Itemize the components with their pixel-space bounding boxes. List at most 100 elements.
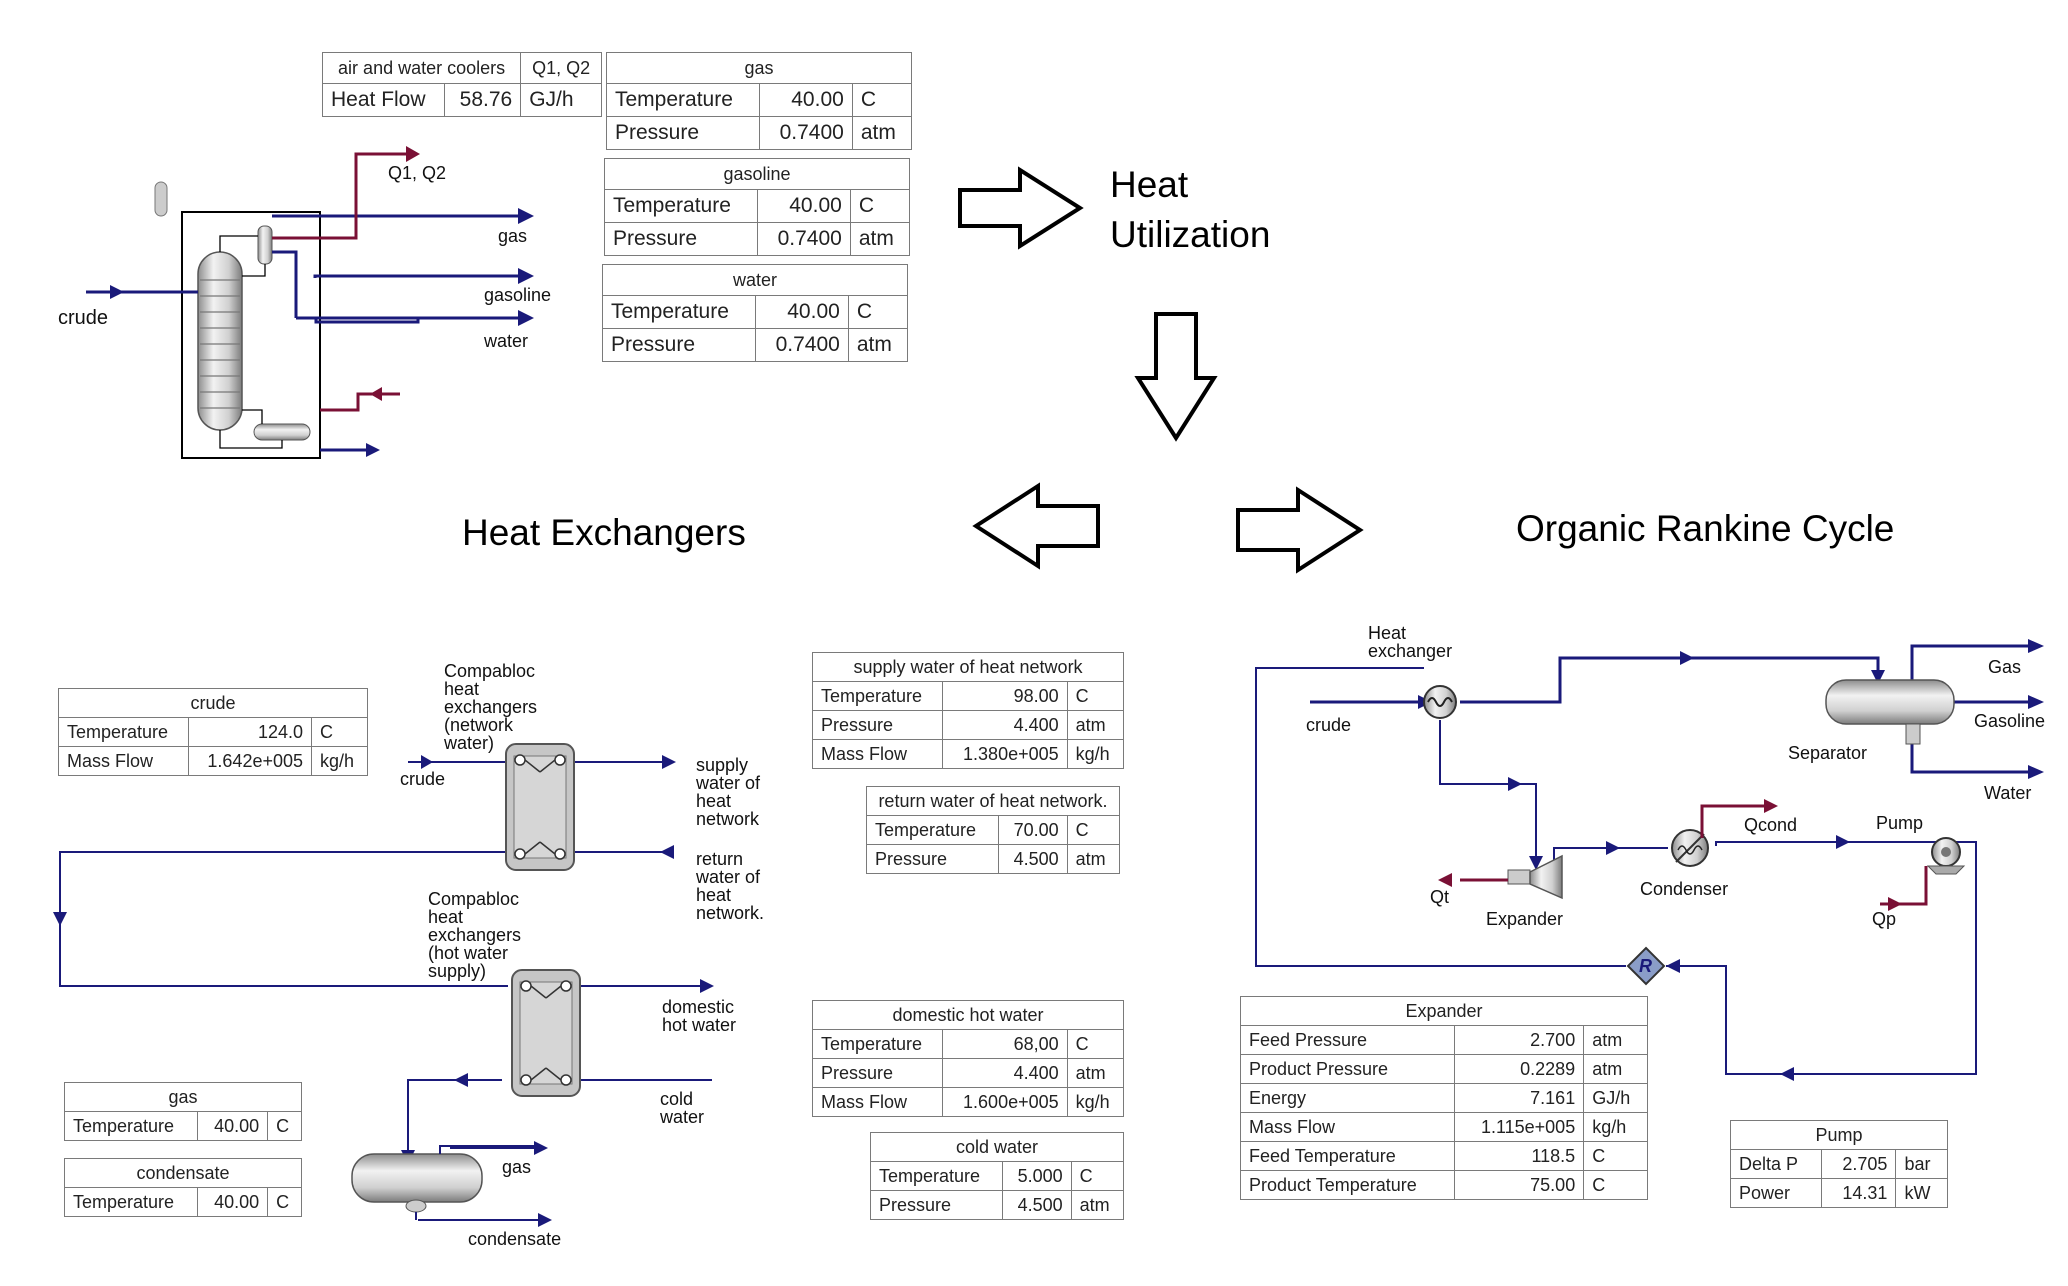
cell-unit: C <box>267 1187 302 1217</box>
cell-value: 98.00 <box>942 681 1068 711</box>
cell-unit: C <box>1583 1170 1648 1200</box>
cell-name: Temperature <box>866 815 999 845</box>
cell-name: Temperature <box>811 681 944 711</box>
cold-water-label: cold water <box>660 1089 705 1127</box>
cell-unit: atm <box>1583 1025 1648 1055</box>
gasoline-table-title: gasoline <box>604 158 910 190</box>
coolers-tag: Q1, Q2 <box>520 52 602 84</box>
flash-drum-icon <box>351 1153 483 1213</box>
cell-unit: C <box>267 1111 302 1141</box>
heat-utilization-heading: Heat Utilization <box>1110 164 1271 255</box>
condensate-label: condensate <box>468 1229 562 1249</box>
cell-name: Temperature <box>58 717 189 747</box>
cell-value: 70.00 <box>997 815 1068 845</box>
cell-name: Feed Pressure <box>1239 1025 1456 1055</box>
cell-unit: atm <box>1066 710 1125 740</box>
cell-value: 0.7400 <box>755 328 849 362</box>
cell-name: Temperature <box>63 1111 199 1141</box>
cell-name: Temperature <box>601 295 757 329</box>
return-water-label: return water of heat network. <box>696 849 765 923</box>
orc-flowsheet <box>1255 639 2044 1081</box>
condensate-table: condensate Temperature 40.00 C <box>63 1158 302 1217</box>
domestic-hot-water-table: domestic hot water Temperature 68,00 C P… <box>811 1000 1125 1117</box>
cell-unit: kg/h <box>1066 739 1125 769</box>
cell-name: Pressure <box>601 328 757 362</box>
qcond-label: Qcond <box>1744 815 1798 835</box>
cell-name: Temperature <box>605 83 761 117</box>
cell-unit: atm <box>1066 1058 1125 1088</box>
gas-table: gas Temperature 40.00 C Pressure 0.7400 … <box>605 52 913 150</box>
cell-value: 40.00 <box>757 189 851 223</box>
cell-name: Pressure <box>811 1058 944 1088</box>
cell-unit: kg/h <box>311 746 368 776</box>
cell-value: 40.00 <box>197 1111 269 1141</box>
cell-unit: C <box>849 189 911 223</box>
cell-name: Feed Temperature <box>1239 1141 1456 1171</box>
cell-name: Product Temperature <box>1239 1170 1456 1200</box>
supply-water-table-title: supply water of heat network <box>812 652 1124 682</box>
subflowsheet-tag-icon <box>154 181 168 217</box>
cell-unit: bar <box>1895 1149 1948 1179</box>
gas-table-title: gas <box>606 52 912 84</box>
cell-unit: atm <box>847 328 909 362</box>
down-arrow-icon <box>1134 312 1218 442</box>
condensate-table-title: condensate <box>64 1158 302 1188</box>
cell-unit: C <box>1066 815 1121 845</box>
water-label: Water <box>1984 783 2032 803</box>
cell-unit: kg/h <box>1583 1112 1648 1142</box>
cell-unit: kW <box>1895 1178 1948 1208</box>
cell-unit: atm <box>1070 1190 1125 1220</box>
pump-table-title: Pump <box>1730 1120 1948 1150</box>
cell-unit: GJ/h <box>1583 1083 1648 1113</box>
domestic-hot-water-table-title: domestic hot water <box>812 1000 1124 1030</box>
recycle-label: R <box>1639 956 1652 976</box>
cell-name: Product Pressure <box>1239 1054 1456 1084</box>
gas-label: Gas <box>1988 657 2022 677</box>
q1-q2-label: Q1, Q2 <box>388 163 447 183</box>
crude-label: crude <box>58 307 109 329</box>
cell-unit: atm <box>1066 844 1121 874</box>
hx-gas-table-title: gas <box>64 1082 302 1112</box>
cell-value: 118.5 <box>1454 1141 1585 1171</box>
condenser-label: Condenser <box>1640 879 1729 899</box>
heat-exchanger-label: Heat exchanger <box>1368 623 1453 661</box>
gasoline-label: Gasoline <box>1974 711 2046 731</box>
cell-name: Power <box>1729 1178 1823 1208</box>
recycle-block-icon <box>1626 946 1666 986</box>
gas-label: gas <box>498 226 528 246</box>
water-table: water Temperature 40.00 C Pressure 0.740… <box>601 264 909 362</box>
cell-unit: C <box>1583 1141 1648 1171</box>
compabloc-exchanger-icon <box>511 969 581 1097</box>
condenser-drum-icon <box>257 225 273 265</box>
cell-unit: C <box>847 295 909 329</box>
cell-value: 0.7400 <box>759 116 853 150</box>
cell-value: 1.600e+005 <box>942 1087 1068 1117</box>
compabloc-exchanger-icon <box>505 743 575 871</box>
cell-name: Mass Flow <box>58 746 189 776</box>
cell-value: 58.76 <box>444 83 522 117</box>
cell-unit: C <box>311 717 368 747</box>
cold-water-table: cold water Temperature 5.000 C Pressure … <box>870 1132 1125 1220</box>
water-label: water <box>484 331 529 351</box>
cell-unit: atm <box>851 116 913 150</box>
cell-value: 7.161 <box>1454 1083 1585 1113</box>
cell-name: Mass Flow <box>811 1087 944 1117</box>
cell-name: Pressure <box>605 116 761 150</box>
expander-table: Expander Feed Pressure 2.700 atm Product… <box>1239 996 1648 1200</box>
cell-name: Mass Flow <box>1239 1112 1456 1142</box>
cell-value: 4.400 <box>942 710 1068 740</box>
gasoline-label: gasoline <box>484 285 552 305</box>
expander-turbine-icon <box>1507 854 1563 900</box>
return-water-table-title: return water of heat network. <box>866 786 1120 816</box>
qp-label: Qp <box>1872 909 1897 929</box>
pump-icon <box>1926 837 1966 875</box>
pump-table: Pump Delta P 2.705 bar Power 14.31 kW <box>1729 1120 1948 1208</box>
cell-value: 1.642e+005 <box>187 746 313 776</box>
cell-value: 2.705 <box>1821 1149 1897 1179</box>
distillation-column-icon <box>197 251 243 431</box>
cell-unit: C <box>1070 1161 1125 1191</box>
cell-value: 40.00 <box>759 83 853 117</box>
cell-value: 124.0 <box>187 717 313 747</box>
cell-value: 1.115e+005 <box>1454 1112 1585 1142</box>
cell-unit: atm <box>1583 1054 1648 1084</box>
